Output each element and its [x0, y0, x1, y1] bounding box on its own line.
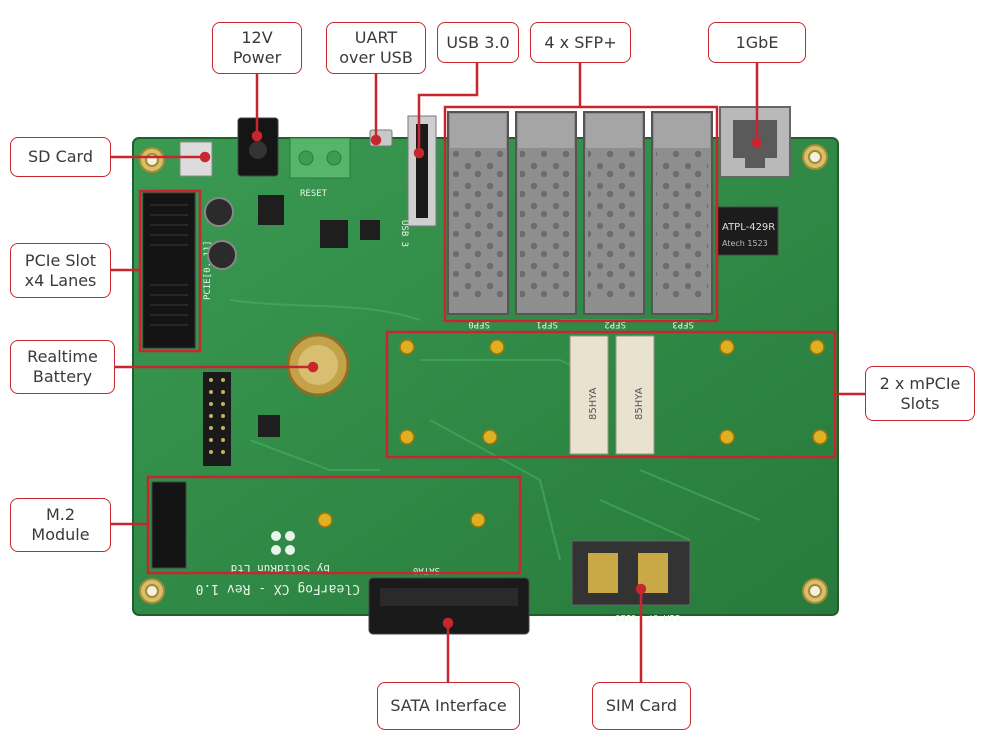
- leader-lines: [111, 63, 865, 682]
- mpcie-connector-text: 85HYA: [588, 387, 599, 420]
- sfp-label: SFP1: [536, 319, 558, 329]
- callout-realtime-battery: Realtime Battery: [10, 340, 115, 394]
- callout-mpcie: 2 x mPCIe Slots: [865, 366, 975, 421]
- callout-m2-module: M.2 Module: [10, 498, 111, 552]
- chip: [258, 195, 284, 225]
- chip: [258, 415, 280, 437]
- chip: [360, 220, 380, 240]
- sfp-cages: [447, 111, 713, 315]
- callout-sfp: 4 x SFP+: [530, 22, 631, 63]
- solidrun-logo: [271, 531, 295, 555]
- sim-silk-text: SIM or PCIE0: [615, 612, 680, 622]
- callout-usb3: USB 3.0: [437, 22, 519, 63]
- usb3-silk-text: USB 3: [399, 220, 409, 247]
- callout-sim-card: SIM Card: [592, 682, 691, 730]
- callout-12v-power: 12V Power: [212, 22, 302, 74]
- pcie-slot: [142, 192, 196, 349]
- callout-1gbe: 1GbE: [708, 22, 806, 63]
- chip: [320, 220, 348, 248]
- reset-silk-text: RESET: [300, 189, 328, 199]
- sata-silk-text: SATA0: [413, 565, 440, 575]
- sfp-port-labels: SFP0 SFP1 SFP2 SFP3: [468, 319, 694, 329]
- sfp-label: SFP0: [468, 319, 490, 329]
- mpcie-connector-text: 85HYA: [634, 387, 645, 420]
- callout-sata: SATA Interface: [377, 682, 520, 730]
- mpcie-slots: [569, 335, 655, 455]
- transformer-text: ATPL-429R: [722, 222, 775, 233]
- sfp-label: SFP2: [604, 319, 626, 329]
- pcie-silk-text: PCIE[0..11]: [203, 240, 213, 300]
- standoffs: [317, 339, 828, 528]
- sfp-label: SFP3: [672, 319, 694, 329]
- capacitors: [204, 197, 237, 270]
- callout-pcie-slot: PCIe Slot x4 Lanes: [10, 243, 111, 298]
- m2-connector: [151, 481, 187, 569]
- transformer-text: Atech 1523: [722, 239, 768, 248]
- pin-header: [203, 372, 231, 466]
- callout-uart: UART over USB: [326, 22, 426, 74]
- leader-usb3: [417, 63, 479, 153]
- ethernet-transformer: [715, 206, 779, 256]
- product-silk-text: ClearFog CX - Rev 1.0: [196, 581, 360, 596]
- callout-sd-card: SD Card: [10, 137, 111, 177]
